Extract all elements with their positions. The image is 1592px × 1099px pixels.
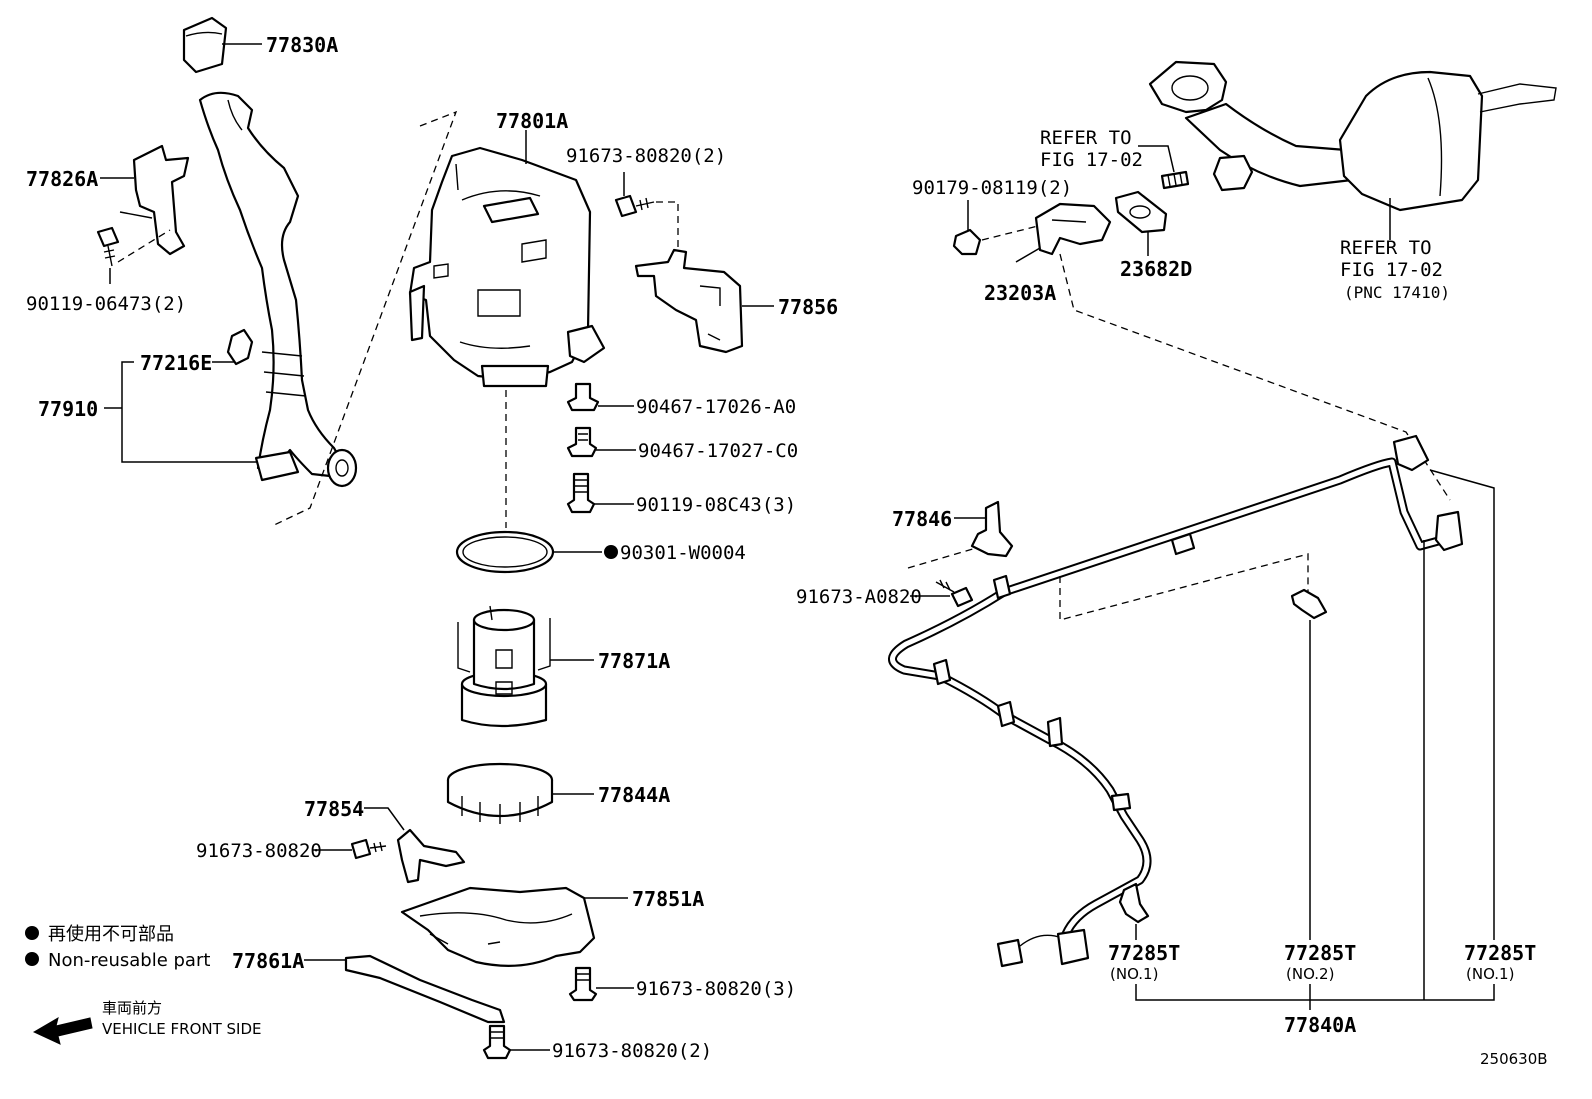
- part-77861A-strap[interactable]: [344, 954, 506, 1024]
- label-91673-80820-2-top: 91673-80820(2): [566, 145, 726, 167]
- label-77851A: 77851A: [632, 887, 704, 911]
- part-77216E-clip[interactable]: [226, 328, 254, 366]
- part-91673-80820-bolt[interactable]: [350, 838, 387, 860]
- legend-bullet-en: [25, 952, 39, 966]
- part-77840A-wire-harness[interactable]: [888, 434, 1464, 968]
- label-90119-08C43: 90119-08C43(3): [636, 494, 796, 516]
- part-91673-80820-2-bolt-bottom[interactable]: [482, 1024, 512, 1060]
- label-77285T-no1-left-note: (NO.1): [1110, 965, 1158, 983]
- label-77285T-no1-right: 77285T: [1464, 941, 1536, 965]
- part-90119-08C43-bolt[interactable]: [566, 472, 596, 514]
- part-90119-06473-bolt[interactable]: [96, 226, 120, 267]
- part-23203A-sensor[interactable]: [1034, 202, 1112, 256]
- part-90467-17026-A0[interactable]: [566, 382, 600, 412]
- label-77840A: 77840A: [1284, 1013, 1356, 1037]
- legend-non-reusable-en: Non-reusable part: [48, 950, 210, 971]
- label-77216E: 77216E: [140, 351, 212, 375]
- label-90179-08119: 90179-08119(2): [912, 177, 1072, 199]
- part-91673-80820-2-bolt-top[interactable]: [614, 194, 655, 218]
- label-77856: 77856: [778, 295, 838, 319]
- part-90179-08119-nut[interactable]: [952, 228, 982, 256]
- part-77851A-protector[interactable]: [400, 886, 596, 967]
- label-77830A: 77830A: [266, 33, 338, 57]
- label-77910: 77910: [38, 397, 98, 421]
- label-23203A: 23203A: [984, 281, 1056, 305]
- label-refer2-line1: REFER TO: [1340, 237, 1432, 259]
- label-refer2-line2: FIG 17-02: [1340, 259, 1443, 281]
- legend-front-jp: 車両前方: [102, 999, 162, 1017]
- part-77910-filler-pipe[interactable]: [198, 91, 358, 488]
- label-refer1-line1: REFER TO: [1040, 127, 1132, 149]
- diagram-id: 250630B: [1480, 1050, 1548, 1068]
- part-77826A-bracket[interactable]: [119, 144, 190, 256]
- label-90467-17026-A0: 90467-17026-A0: [636, 396, 796, 418]
- part-stud-reference: [1160, 170, 1190, 190]
- label-90119-06473: 90119-06473(2): [26, 293, 186, 315]
- label-refer1-line2: FIG 17-02: [1040, 149, 1143, 171]
- label-90301-W0004: 90301-W0004: [620, 542, 746, 564]
- label-91673-80820: 91673-80820: [196, 840, 322, 862]
- part-77285T-clip-no2[interactable]: [1290, 588, 1328, 620]
- part-77846-bracket[interactable]: [970, 500, 1014, 558]
- label-23682D: 23682D: [1120, 257, 1192, 281]
- label-77861A: 77861A: [232, 949, 304, 973]
- label-91673-A0820: 91673-A0820: [796, 586, 922, 608]
- label-77285T-no2-note: (NO.2): [1286, 965, 1334, 983]
- label-refer2-line3: (PNC 17410): [1344, 283, 1450, 302]
- part-77844A-lock-ring[interactable]: [446, 762, 554, 824]
- non-reusable-marker: [604, 545, 618, 559]
- label-77871A: 77871A: [598, 649, 670, 673]
- part-90467-17027-C0[interactable]: [566, 426, 598, 458]
- part-77830A-cap[interactable]: [182, 16, 228, 74]
- label-90467-17027-C0: 90467-17027-C0: [638, 440, 798, 462]
- legend-bullet-jp: [25, 926, 39, 940]
- part-90301-W0004-gasket[interactable]: [455, 530, 555, 574]
- legend-front-en: VEHICLE FRONT SIDE: [102, 1020, 262, 1038]
- legend-non-reusable-jp: 再使用不可部品: [48, 924, 174, 945]
- label-77846: 77846: [892, 507, 952, 531]
- label-91673-80820-3: 91673-80820(3): [636, 978, 796, 1000]
- label-77854: 77854: [304, 797, 364, 821]
- label-77826A: 77826A: [26, 167, 98, 191]
- label-77801A: 77801A: [496, 109, 568, 133]
- part-91673-80820-3-bolt[interactable]: [568, 966, 598, 1002]
- label-77285T-no2: 77285T: [1284, 941, 1356, 965]
- part-77871A-pump-assembly[interactable]: [457, 605, 551, 728]
- front-arrow-icon: [32, 1016, 93, 1045]
- part-77285T-clip-no1-left[interactable]: [1118, 882, 1150, 924]
- label-91673-80820-2-bottom: 91673-80820(2): [552, 1040, 712, 1062]
- part-77801A-fuel-tank[interactable]: [408, 146, 606, 388]
- part-77856-bracket[interactable]: [634, 248, 744, 354]
- label-77285T-no1-left: 77285T: [1108, 941, 1180, 965]
- part-23682D-gasket[interactable]: [1114, 190, 1168, 234]
- label-77844A: 77844A: [598, 783, 670, 807]
- label-77285T-no1-right-note: (NO.1): [1466, 965, 1514, 983]
- part-77854-bracket[interactable]: [396, 828, 466, 884]
- part-91673-A0820-bolt[interactable]: [935, 579, 974, 608]
- part-exhaust-reference: [1148, 60, 1557, 212]
